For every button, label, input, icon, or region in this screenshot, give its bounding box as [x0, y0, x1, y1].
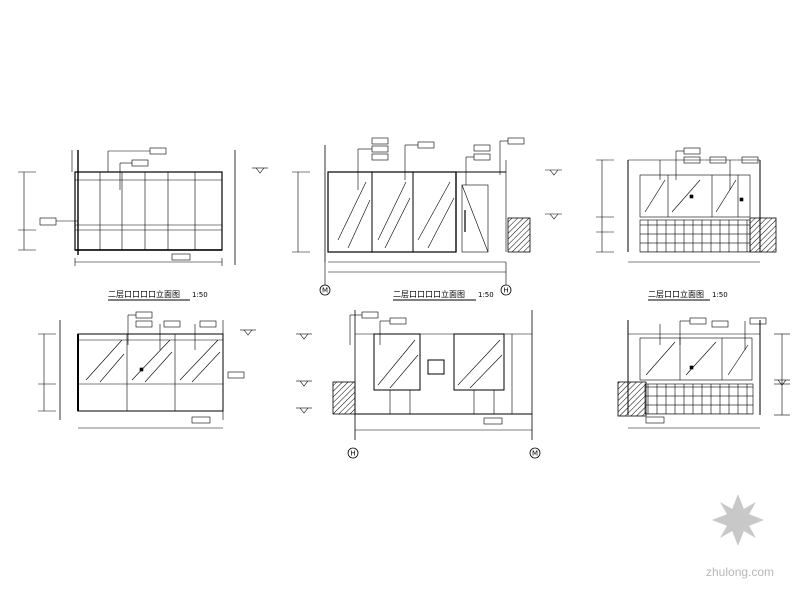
drawing-title: 二层口口口口立面图 — [393, 289, 465, 299]
drawing-title: 二层口口立面图 — [648, 289, 704, 299]
elevation-5 — [296, 310, 533, 440]
drawing-title: 二层口口口口立面图 — [108, 289, 180, 299]
elevation-1 — [18, 147, 268, 266]
axis-markers-5: H M — [347, 447, 541, 459]
drawing-scale: 1:50 — [192, 291, 208, 299]
axis-markers-2: M H — [319, 284, 512, 296]
zhulong-logo-icon — [712, 494, 764, 546]
elevation-2 — [292, 137, 562, 285]
elevation-4 — [38, 311, 256, 429]
watermark-text: zhulong.com — [706, 565, 774, 579]
axis-label: M — [322, 287, 328, 295]
drawing-scale: 1:50 — [478, 291, 494, 299]
title-block-5: 二层口口口口立面图 1:50 — [393, 289, 494, 301]
elevation-6 — [617, 317, 790, 429]
axis-label: H — [350, 450, 355, 458]
drawing-scale: 1:50 — [712, 291, 728, 299]
title-block-6: 二层口口立面图 1:50 — [648, 289, 728, 301]
title-block-4: 二层口口口口立面图 1:50 — [108, 289, 208, 301]
axis-label: M — [532, 450, 538, 458]
elevation-3 — [596, 147, 777, 263]
axis-label: H — [503, 287, 508, 295]
